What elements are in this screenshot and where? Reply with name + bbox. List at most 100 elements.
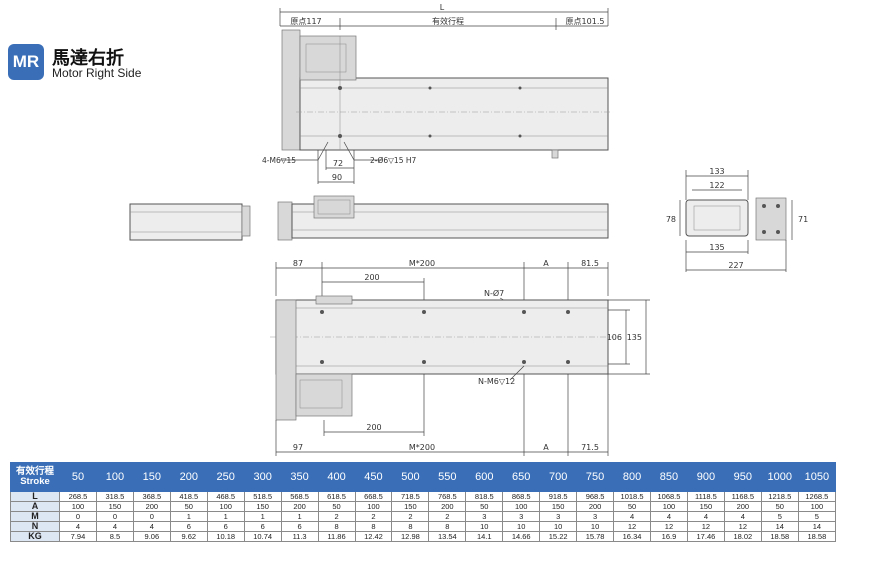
- table-cell: 4: [723, 511, 762, 522]
- table-cell: 418.5: [169, 491, 208, 502]
- table-cell: 14.66: [502, 531, 541, 542]
- dim-a-bottom: A: [543, 443, 549, 452]
- table-cell: 15.22: [539, 531, 578, 542]
- stroke-column-header: 900: [686, 462, 725, 492]
- dim-origin-right: 原点101.5: [566, 17, 605, 26]
- table-cell: 2: [428, 511, 467, 522]
- stroke-column-header: 800: [613, 462, 651, 492]
- table-cell: 2: [354, 511, 393, 522]
- dim-effective-stroke: 有效行程: [432, 16, 464, 26]
- table-cell: 818.5: [465, 491, 504, 502]
- dim-origin-left: 原点117: [290, 17, 321, 26]
- dim-97: 97: [293, 443, 303, 452]
- dim-106: 106: [607, 333, 622, 342]
- table-cell: 8: [317, 521, 356, 532]
- stroke-column-header: 250: [206, 462, 245, 492]
- table-cell: 50: [169, 501, 208, 512]
- stroke-column-header: 200: [169, 462, 208, 492]
- table-cell: 100: [797, 501, 837, 512]
- table-cell: 1018.5: [613, 491, 651, 502]
- stroke-column-header: 500: [391, 462, 430, 492]
- tap-hole-callout: 4-M6▽15: [262, 156, 296, 165]
- table-cell: 150: [686, 501, 725, 512]
- table-cell: 200: [132, 501, 171, 512]
- table-cell: 6: [206, 521, 245, 532]
- table-cell: 1218.5: [760, 491, 799, 502]
- table-cell: 1268.5: [797, 491, 837, 502]
- dim-78: 78: [666, 215, 676, 224]
- table-cell: 50: [760, 501, 799, 512]
- dim-71: 71: [798, 215, 808, 224]
- series-badge: MR: [8, 44, 44, 80]
- through-hole-callout: N-Ø7: [484, 288, 504, 298]
- table-cell: 17.46: [686, 531, 725, 542]
- table-cell: 518.5: [243, 491, 282, 502]
- stroke-column-header: 100: [95, 462, 134, 492]
- table-cell: 6: [243, 521, 282, 532]
- table-cell: 14.1: [465, 531, 504, 542]
- dim-72: 72: [333, 159, 343, 168]
- table-cell: 968.5: [576, 491, 615, 502]
- table-cell: 12: [650, 521, 688, 532]
- table-cell: 8.5: [95, 531, 134, 542]
- table-cell: 18.58: [760, 531, 799, 542]
- table-cell: 2: [317, 511, 356, 522]
- dim-overall-length: L: [440, 3, 445, 12]
- stroke-column-header: 300: [243, 462, 282, 492]
- table-cell: 6: [169, 521, 208, 532]
- table-cell: 1: [243, 511, 282, 522]
- side-view: [129, 195, 609, 241]
- pin-hole-callout: 2-Ø6▽15 H7: [370, 156, 416, 165]
- table-cell: 1118.5: [686, 491, 725, 502]
- page-title-chinese: 馬達右折: [52, 48, 124, 68]
- table-cell: 0: [132, 511, 171, 522]
- table-cell: 3: [465, 511, 504, 522]
- table-cell: 11.86: [317, 531, 356, 542]
- dim-m200-top: M*200: [409, 259, 435, 268]
- table-cell: 10: [502, 521, 541, 532]
- row-label: KG: [10, 531, 60, 542]
- dim-a-top: A: [543, 259, 549, 268]
- table-cell: 4: [650, 511, 688, 522]
- row-label: N: [10, 521, 60, 532]
- table-cell: 15.78: [576, 531, 615, 542]
- tapped-hole-callout: N-M6▽12: [478, 377, 515, 386]
- dim-227: 227: [728, 261, 743, 270]
- table-cell: 8: [428, 521, 467, 532]
- table-cell: 6: [280, 521, 319, 532]
- table-cell: 4: [613, 511, 651, 522]
- dim-71-5: 71.5: [581, 443, 599, 452]
- table-cell: 200: [723, 501, 762, 512]
- table-cell: 1: [206, 511, 245, 522]
- stroke-column-header: 1050: [797, 462, 837, 492]
- table-cell: 10.18: [206, 531, 245, 542]
- table-cell: 8: [354, 521, 393, 532]
- table-cell: 918.5: [539, 491, 578, 502]
- table-cell: 318.5: [95, 491, 134, 502]
- table-cell: 668.5: [354, 491, 393, 502]
- table-cell: 16.9: [650, 531, 688, 542]
- table-cell: 150: [243, 501, 282, 512]
- stroke-column-header: 150: [132, 462, 171, 492]
- table-cell: 1: [169, 511, 208, 522]
- dim-133: 133: [709, 167, 724, 176]
- table-cell: 50: [465, 501, 504, 512]
- table-cell: 16.34: [613, 531, 651, 542]
- table-cell: 0: [95, 511, 134, 522]
- table-cell: 468.5: [206, 491, 245, 502]
- stroke-column-header: 600: [465, 462, 504, 492]
- table-cell: 618.5: [317, 491, 356, 502]
- stroke-column-header: 950: [723, 462, 762, 492]
- dim-200-bottom: 200: [366, 423, 381, 432]
- stroke-column-header: 850: [650, 462, 688, 492]
- table-cell: 4: [95, 521, 134, 532]
